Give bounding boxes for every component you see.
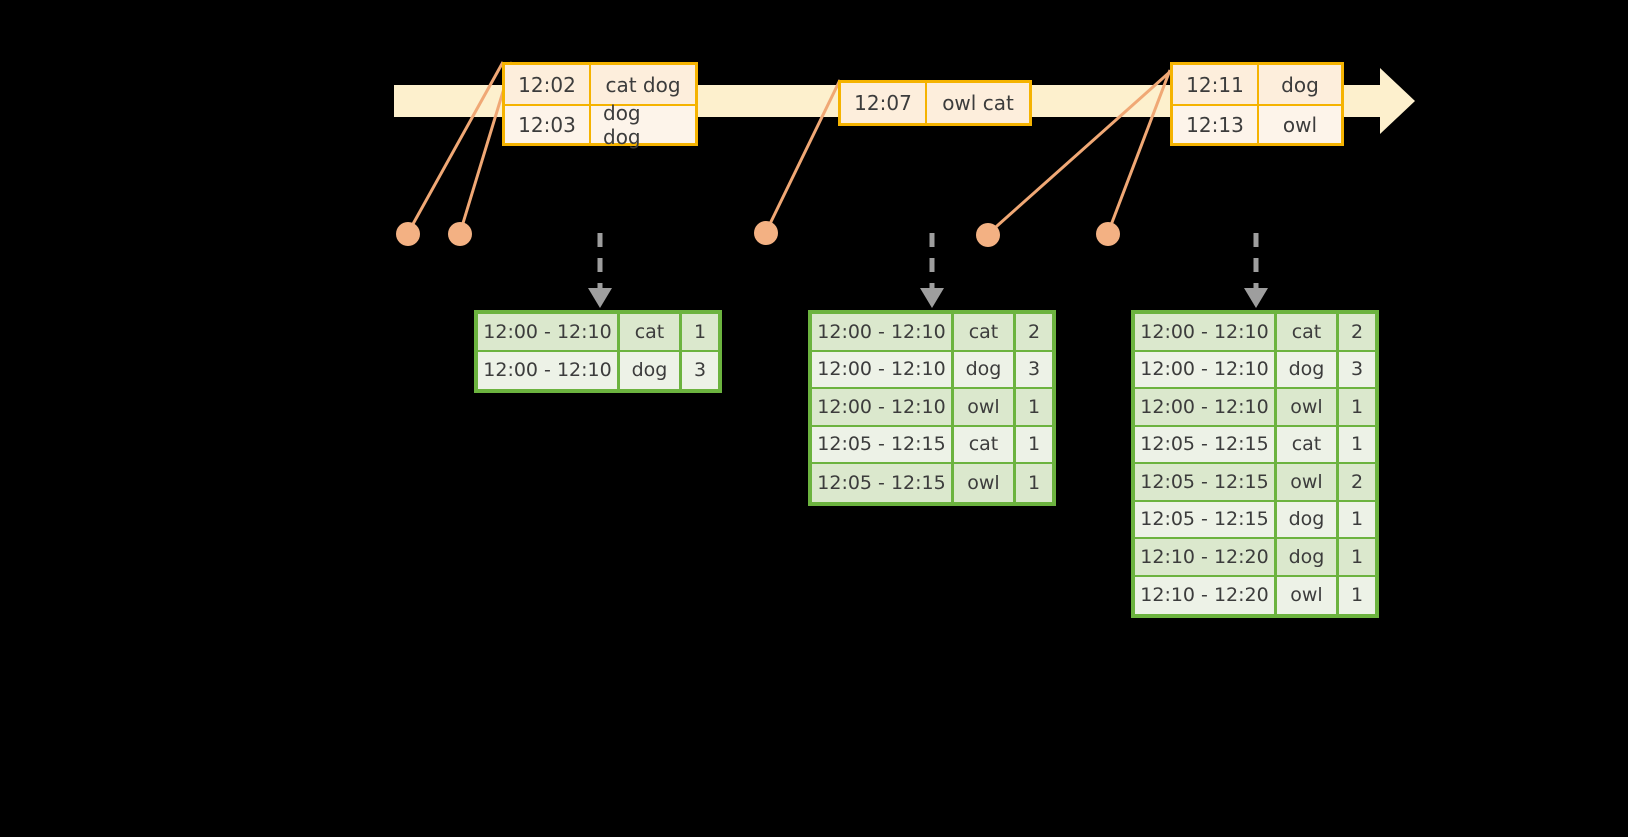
- cell-count: 1: [1350, 545, 1364, 568]
- cell-count: 1: [1350, 395, 1364, 418]
- cell-word: dog: [1277, 501, 1339, 537]
- cell-window: 12:05 - 12:15: [1135, 501, 1277, 537]
- cell-count: 2: [1350, 470, 1364, 493]
- cell-count: 2: [1027, 320, 1041, 343]
- cell-count: 3: [1027, 358, 1041, 381]
- event-dot-3: [754, 221, 778, 245]
- cell-window: 12:05 - 12:15: [812, 464, 954, 502]
- cell-word: owl: [954, 464, 1016, 502]
- cell-window: 12:00 - 12:10: [478, 351, 620, 389]
- event-group-1: 12:02 cat dog 12:03 dog dog: [502, 62, 698, 149]
- event-row: 12:11 dog: [1173, 65, 1341, 104]
- event-time: 12:11: [1173, 65, 1259, 104]
- cell-window: 12:10 - 12:20: [1135, 576, 1277, 614]
- event-row: 12:02 cat dog: [505, 65, 695, 104]
- cell-count: 3: [1350, 358, 1364, 381]
- event-dot-4: [976, 223, 1000, 247]
- dashed-arrow-head-1: [588, 288, 612, 308]
- event-row: 12:07 owl cat: [841, 83, 1029, 123]
- cell-count: 1: [1350, 433, 1364, 456]
- right-arrow-icon: [1380, 68, 1415, 134]
- cell-window: 12:00 - 12:10: [1135, 351, 1277, 387]
- event-time: 12:07: [841, 83, 927, 123]
- event-time: 12:13: [1173, 106, 1259, 143]
- event-time: 12:02: [505, 65, 591, 104]
- cell-count: 3: [693, 359, 707, 382]
- cell-word: cat: [954, 426, 1016, 462]
- cell-window: 12:00 - 12:10: [1135, 389, 1277, 425]
- cell-count: 1: [1350, 584, 1364, 607]
- cell-word: owl: [954, 389, 1016, 425]
- cell-count: 1: [1027, 471, 1041, 494]
- event-words: cat dog: [605, 72, 681, 97]
- cell-word: dog: [620, 351, 682, 389]
- cell-window: 12:10 - 12:20: [1135, 539, 1277, 575]
- dashed-arrow-head-3: [1244, 288, 1268, 308]
- cell-window: 12:00 - 12:10: [1135, 314, 1277, 350]
- event-row: 12:13 owl: [1173, 104, 1341, 143]
- cell-word: dog: [1277, 351, 1339, 387]
- cell-count: 1: [1350, 508, 1364, 531]
- event-group-2: 12:07 owl cat: [838, 80, 1032, 126]
- cell-word: cat: [954, 314, 1016, 350]
- event-words: owl: [1282, 112, 1318, 137]
- event-dot-2: [448, 222, 472, 246]
- event-dot-1: [396, 222, 420, 246]
- cell-window: 12:05 - 12:15: [1135, 426, 1277, 462]
- cell-count: 2: [1350, 320, 1364, 343]
- cell-word: owl: [1277, 389, 1339, 425]
- cell-count: 1: [1027, 433, 1041, 456]
- dashed-arrow-head-2: [920, 288, 944, 308]
- cell-window: 12:05 - 12:15: [812, 426, 954, 462]
- cell-count: 1: [693, 320, 707, 343]
- event-row: 12:03 dog dog: [505, 100, 695, 149]
- event-group-3: 12:11 dog 12:13 owl: [1170, 62, 1344, 146]
- cell-word: owl: [1277, 464, 1339, 500]
- event-dot-5: [1096, 222, 1120, 246]
- cell-window: 12:00 - 12:10: [812, 389, 954, 425]
- cell-word: dog: [954, 351, 1016, 387]
- event-words: owl cat: [942, 91, 1014, 115]
- event-words: dog dog: [603, 100, 641, 149]
- cell-word: owl: [1277, 576, 1339, 614]
- cell-word: cat: [620, 314, 682, 350]
- cell-word: cat: [1277, 426, 1339, 462]
- cell-window: 12:00 - 12:10: [812, 314, 954, 350]
- cell-count: 1: [1027, 395, 1041, 418]
- cell-word: dog: [1277, 539, 1339, 575]
- cell-window: 12:00 - 12:10: [478, 314, 620, 350]
- event-words: dog: [1281, 72, 1319, 97]
- cell-window: 12:00 - 12:10: [812, 351, 954, 387]
- event-time: 12:03: [505, 106, 591, 143]
- cell-word: cat: [1277, 314, 1339, 350]
- cell-window: 12:05 - 12:15: [1135, 464, 1277, 500]
